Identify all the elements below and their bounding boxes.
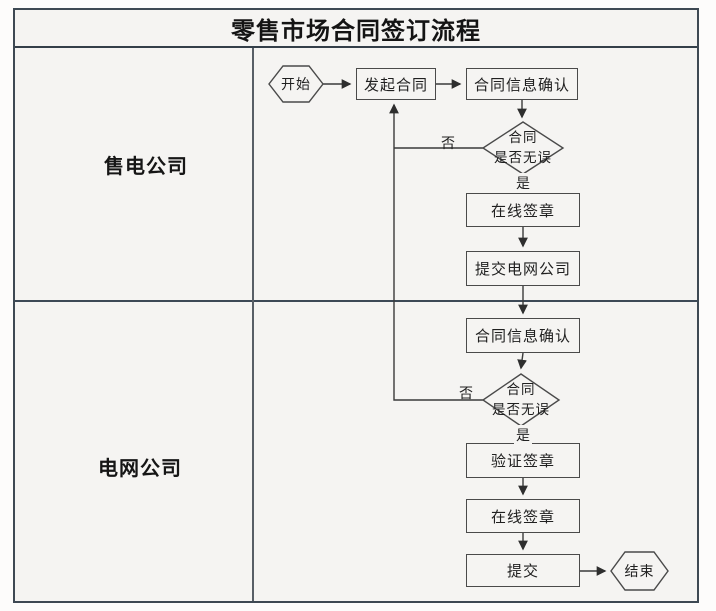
end-label: 结束 <box>624 563 655 579</box>
node-start: 开始 <box>269 66 323 102</box>
node-end: 结束 <box>611 552 668 590</box>
chart-title: 零售市场合同签订流程 <box>231 17 481 45</box>
start-hexagon-shape <box>268 65 324 103</box>
node-initiate-contract: 发起合同 <box>356 68 436 100</box>
decision2-line1: 合同 <box>506 382 536 398</box>
title-bar: 零售市场合同签订流程 <box>15 10 697 46</box>
node-verify-sign: 验证签章 <box>466 443 580 478</box>
edge-decision2-no-feedback <box>389 103 483 401</box>
node-confirm-info-1: 合同信息确认 <box>466 68 578 100</box>
edge-confirm2-to-decision2 <box>517 352 527 370</box>
start-label: 开始 <box>281 76 311 92</box>
node-submit-to-grid: 提交电网公司 <box>466 251 580 286</box>
decision2-line2: 是否无误 <box>492 402 550 417</box>
flowchart-frame <box>13 8 699 603</box>
node-submit: 提交 <box>466 554 580 587</box>
branch-label-yes-2: 是 <box>514 425 532 445</box>
branch-label-no-1: 否 <box>441 135 455 151</box>
title-separator-line <box>15 46 697 48</box>
node-decision-1: 合同 是否无误 <box>478 127 568 169</box>
branch-label-yes-1: 是 <box>514 173 532 193</box>
branch-label-no-2: 否 <box>459 385 473 401</box>
end-hexagon-shape <box>610 551 669 591</box>
lane-label-sales-company: 售电公司 <box>104 156 188 178</box>
node-online-sign-1: 在线签章 <box>466 193 580 227</box>
decision1-line2: 是否无误 <box>494 150 552 165</box>
decision1-line1: 合同 <box>508 130 538 146</box>
node-online-sign-2: 在线签章 <box>466 499 580 533</box>
lane-divider-line <box>15 300 697 302</box>
swimlane-column-divider <box>252 48 254 601</box>
node-confirm-info-2: 合同信息确认 <box>466 318 580 353</box>
node-decision-2: 合同 是否无误 <box>476 379 566 421</box>
lane-label-grid-company: 电网公司 <box>98 458 182 480</box>
